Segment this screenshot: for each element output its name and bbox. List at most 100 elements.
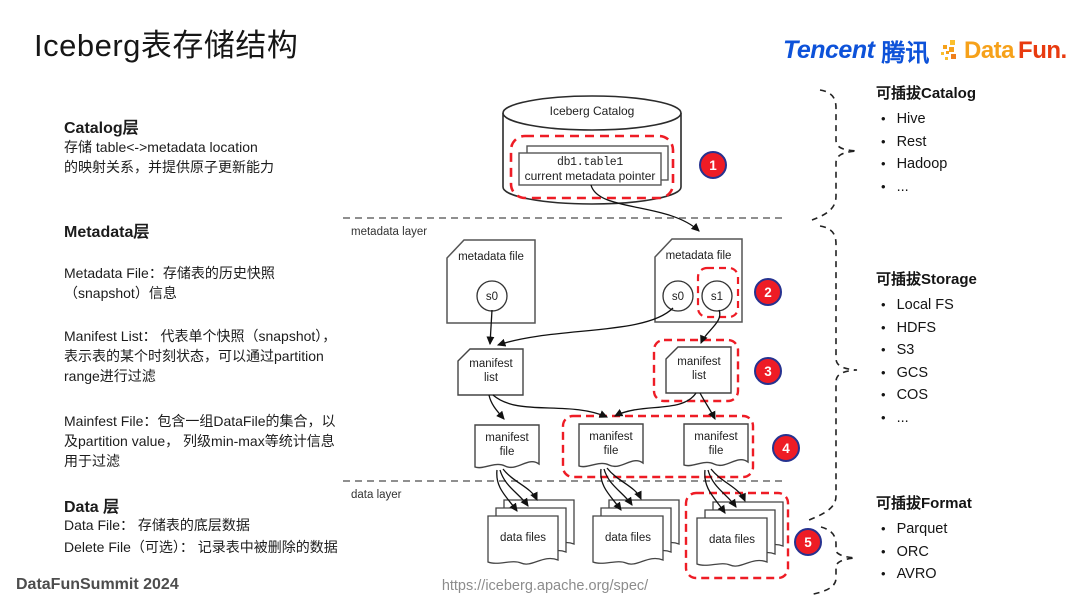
manifest-file-doc-1 [474,424,540,469]
arrow-file2-to-data-a [600,468,622,511]
metadata-file-label-left: metadata file [458,251,524,263]
data-files-stack-2 [592,499,680,565]
highlight-box-manifest-files [561,414,755,479]
step-badge-4: 4 [772,434,800,462]
manifest-list-box-right [665,346,732,394]
data-files-label-1: data files [499,532,547,544]
arrow-file1-to-data-c [502,468,538,502]
catalog-body-line1: 存储 table<->metadata location [64,139,258,155]
metadata-layer-label: metadata layer [351,226,428,238]
bullet-icon: • [881,178,886,194]
plug-braces [808,89,858,596]
metadata-p1-line2: （snapshot）信息 [64,285,177,301]
manifest-file-paragraph: Mainfest File：包含一组DataFile的集合，以 及partiti… [64,411,336,471]
catalog-section-heading: Catalog层 [64,120,139,137]
pluggable-storage-list: •Local FS •HDFS •S3 •GCS •COS •... [876,294,977,429]
data-body-line2: Delete File（可选）： 记录表中被删除的数据 [64,539,338,555]
bullet-icon: • [881,111,886,126]
tencent-logo-en: Tencent [783,36,875,64]
arrow-s1-to-manifest-list [700,309,721,345]
list-item: •... [876,176,976,199]
metadata-p2-line2: 表示表的某个时刻状态，可以通过partition [64,348,324,364]
pluggable-catalog-list: •Hive •Rest •Hadoop •... [876,108,976,198]
diagram-connectors [486,184,746,514]
manifest-list-box-left [457,348,524,396]
s1-label: s1 [710,291,724,303]
catalog-section-body: 存储 table<->metadata location 的映射关系，并提供原子… [64,137,274,177]
metadata-p1-line1: Metadata File：存储表的历史快照 [64,265,275,281]
bullet-icon: • [881,521,886,536]
manifest-file-label-1: manifest file [485,432,529,458]
metadata-p3-line1: Mainfest File：包含一组DataFile的集合，以 [64,413,336,429]
metadata-p2-line1: Manifest List： 代表单个快照（snapshot）， [64,328,337,344]
bullet-icon: • [881,319,886,335]
bullet-icon: • [881,387,886,402]
step-badge-1: 1 [699,151,727,179]
data-files-stack-3 [696,501,784,567]
manifest-list-label-right: manifest list [677,356,721,382]
footer-branding: DataFunSummit 2024 [16,576,179,593]
bullet-icon: • [881,409,886,425]
brace-format [808,526,856,596]
datafun-logo-text-1: Data [964,37,1015,64]
arrow-file2-to-data-c [606,467,642,501]
highlight-box-manifest-list [652,338,740,403]
list-item: •Parquet [876,518,972,541]
bullet-icon: • [881,156,886,171]
list-item: •Hadoop [876,153,976,176]
step-badge-3: 3 [754,357,782,385]
metadata-file-label-right: metadata file [665,250,732,262]
datafun-logo-text-2: Fun. [1018,37,1067,64]
tencent-logo: Tencent 腾讯 [783,33,929,68]
data-body-line1: Data File： 存储表的底层数据 [64,517,250,533]
metadata-section-heading: Metadata层 [64,224,150,241]
arrow-file3-to-data-b [707,469,737,508]
data-files-label-3: data files [708,534,756,546]
arrow-list1-to-file1 [488,394,505,420]
list-item: •Rest [876,131,976,154]
manifest-file-doc-2 [578,423,644,468]
data-section-body: Data File： 存储表的底层数据 Delete File（可选）： 记录表… [64,514,338,558]
datafun-logo: Data Fun. [940,37,1067,65]
list-item: •ORC [876,541,972,564]
manifest-list-label-left: manifest list [469,358,513,384]
list-item: •S3 [876,339,977,362]
pluggable-catalog-heading: 可插拔Catalog [876,85,977,102]
highlight-box-catalog [509,134,675,200]
pluggable-format-list: •Parquet •ORC •AVRO [876,518,972,586]
arrow-s0-left-to-manifest-list [486,309,495,346]
metadata-file-paragraph: Metadata File：存储表的历史快照 （snapshot）信息 [64,263,275,303]
bullet-icon: • [881,342,886,357]
arrow-file3-to-data-a [704,469,726,514]
arrow-s0-right-to-manifest-list [496,307,674,347]
list-item: •... [876,407,977,430]
tencent-logo-cn: 腾讯 [881,40,930,67]
arrow-list1-to-file2 [492,394,609,418]
pluggable-format-block: 可插拔Format •Parquet •ORC •AVRO [876,492,972,586]
bullet-icon: • [881,133,886,149]
arrow-file2-to-data-b [603,468,633,506]
metadata-p3-line3: 用于过滤 [64,453,120,469]
metadata-pointer-cards [518,145,669,186]
spec-url: https://iceberg.apache.org/spec/ [441,578,649,594]
arrow-list2-to-file3 [699,392,716,421]
datafun-logo-icon [941,40,956,60]
highlight-box-data-files [684,491,790,580]
list-item: •GCS [876,362,977,385]
highlight-box-s1 [696,266,740,319]
list-item: •AVRO [876,563,972,586]
iceberg-catalog-label: Iceberg Catalog [549,104,635,118]
manifest-file-label-3: manifest file [694,431,738,457]
list-item: •HDFS [876,317,977,340]
arrow-file1-to-data-a [496,469,518,512]
manifest-list-paragraph: Manifest List： 代表单个快照（snapshot）， 表示表的某个时… [64,326,336,386]
catalog-body-line2: 的映射关系，并提供原子更新能力 [64,159,274,175]
pluggable-storage-heading: 可插拔Storage [876,271,977,288]
arrow-file3-to-data-c [710,468,746,503]
manifest-file-doc-3 [683,423,749,467]
snapshot-s1-circle [701,280,733,312]
manifest-file-label-2: manifest file [589,431,633,457]
metadata-p3-line2: 及partition value， 列级min-max等统计信息 [64,433,335,449]
list-item: •Local FS [876,294,977,317]
